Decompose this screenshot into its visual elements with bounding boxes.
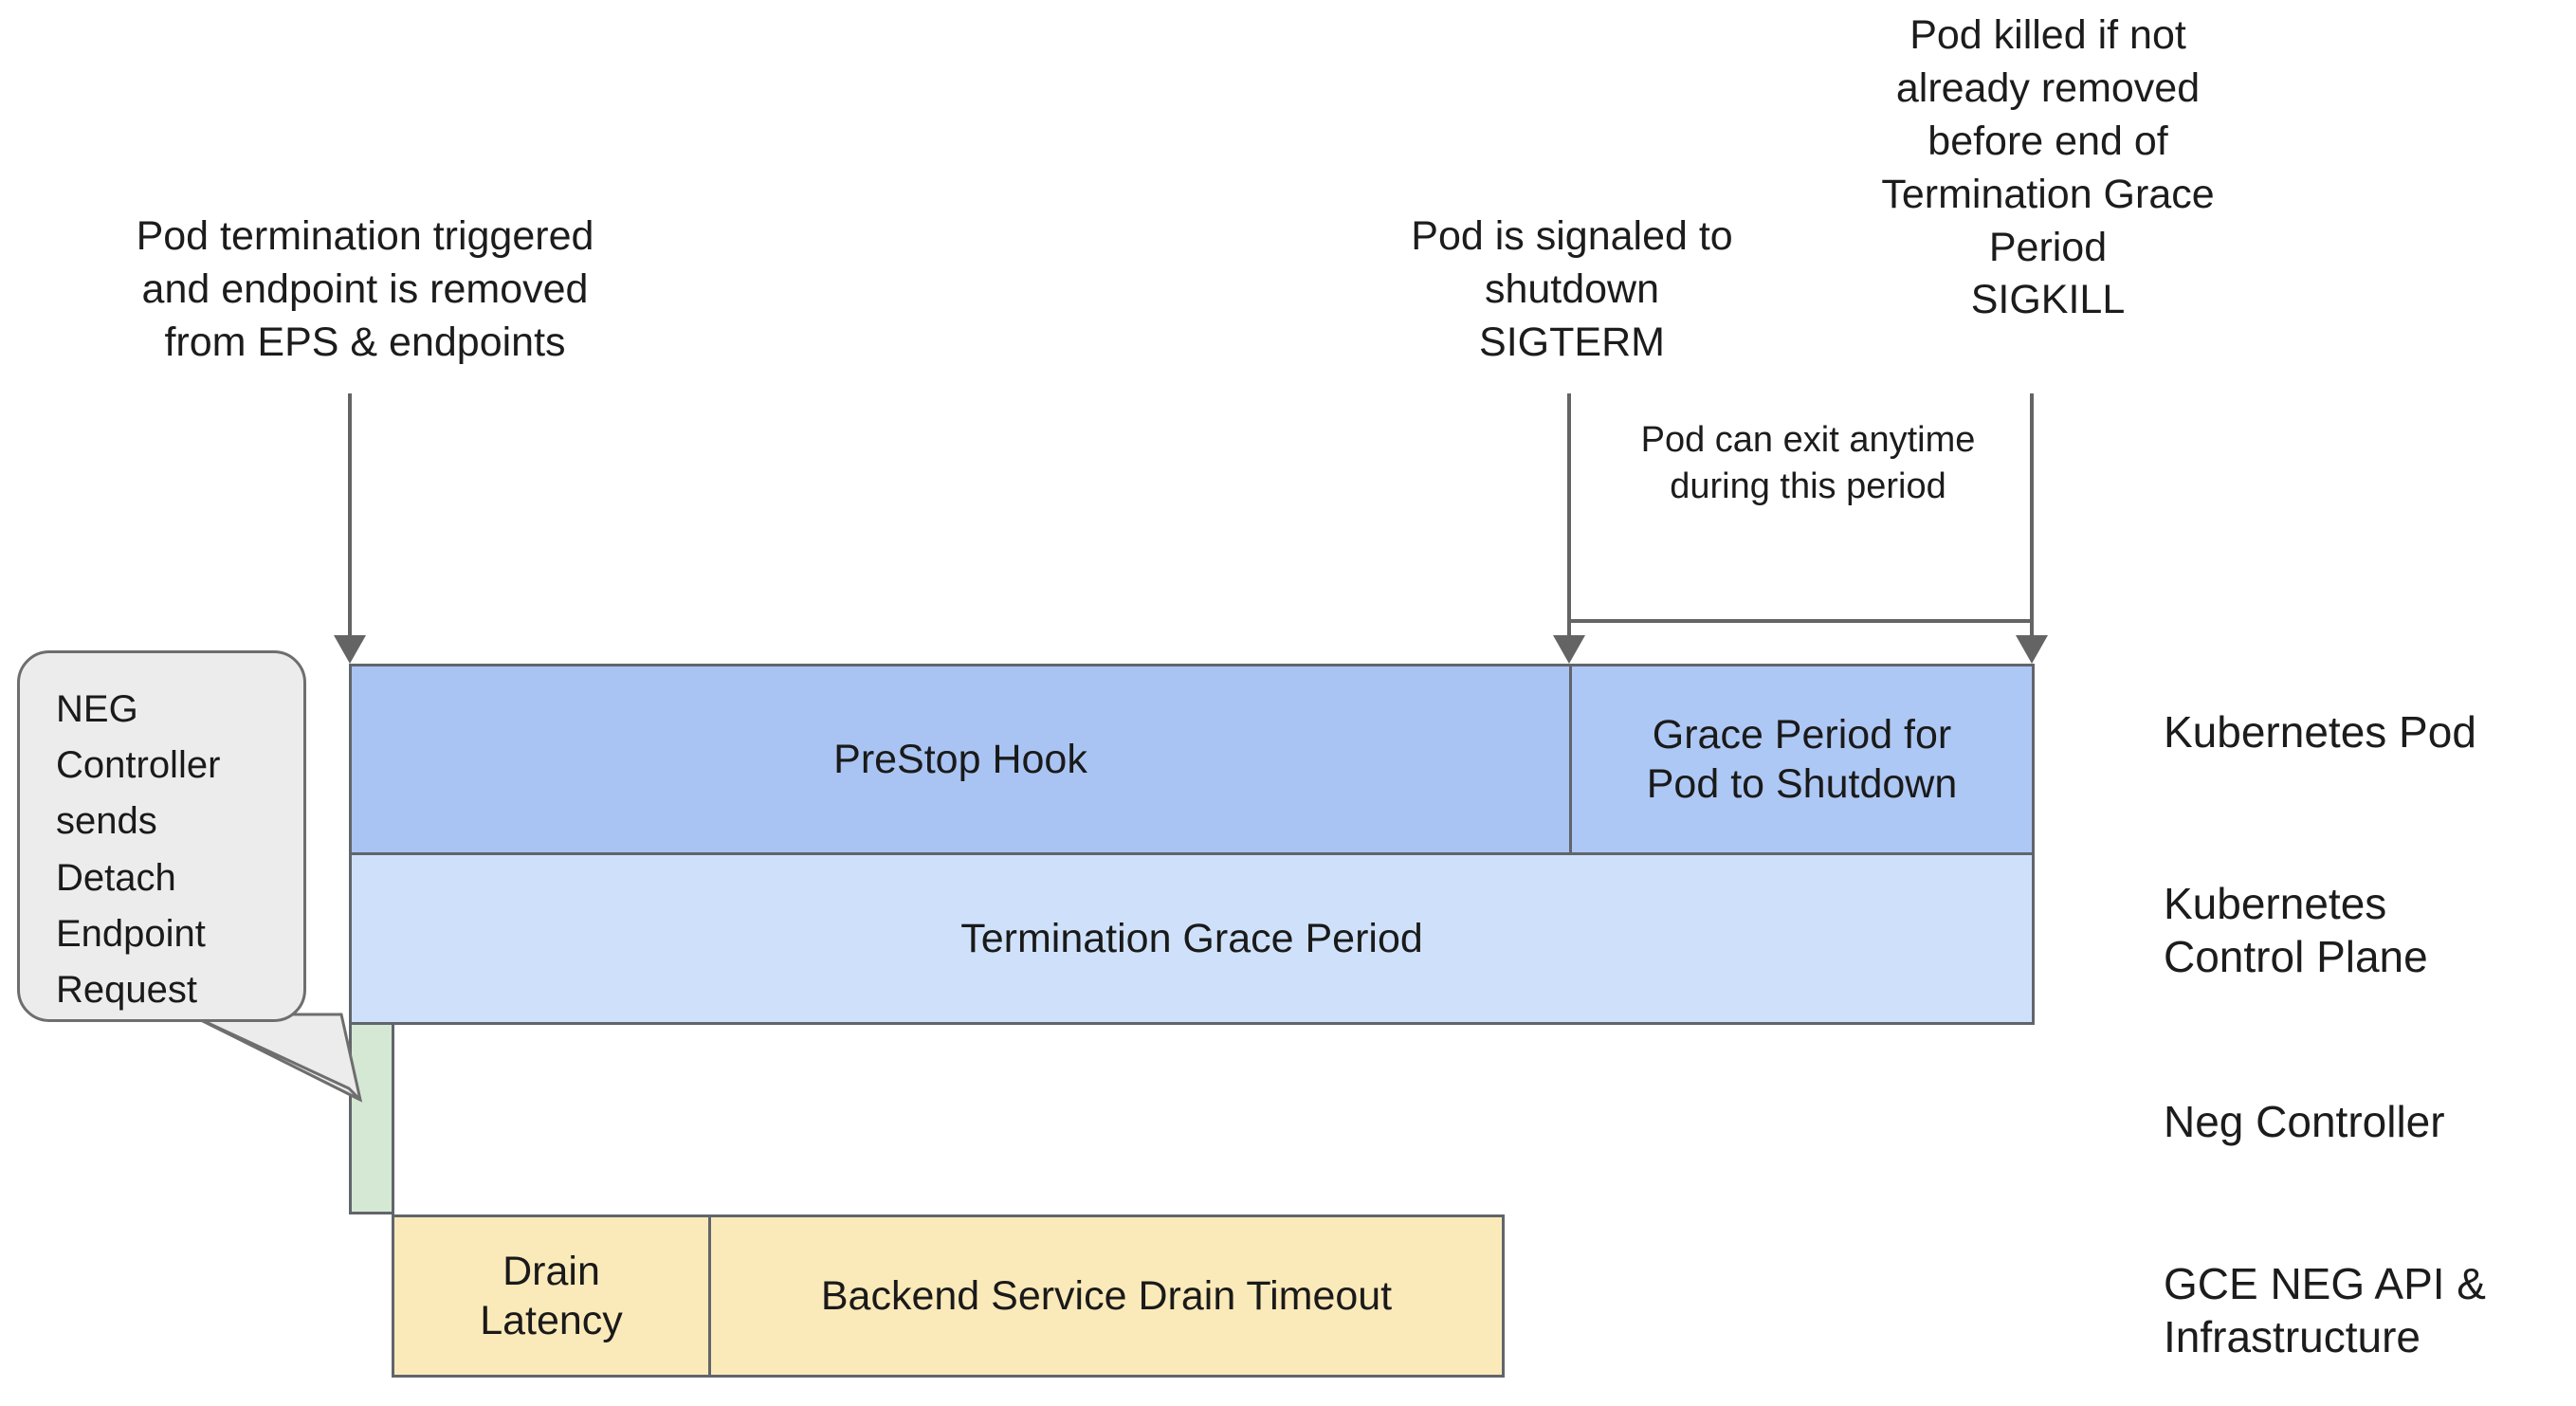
annotation-sigkill: Pod killed if not already removed before… <box>1881 12 2215 323</box>
callout-neg-detach-request: NEG Controller sends Detach Endpoint Req… <box>17 650 306 1022</box>
lane-label-kubernetes-control-plane: Kubernetes Control Plane <box>2164 879 2428 982</box>
lane-label-gce-neg-api-infrastructure: GCE NEG API & Infrastructure <box>2164 1259 2486 1362</box>
bar-prestop-hook: PreStop Hook <box>349 664 1572 855</box>
annotation-sigterm: Pod is signaled to shutdown SIGTERM <box>1411 213 1733 365</box>
bar-grace-period-for-pod-to-shutdown: Grace Period for Pod to Shutdown <box>1569 664 2035 855</box>
bar-termination-grace-period: Termination Grace Period <box>349 852 2035 1025</box>
lane-label-kubernetes-pod: Kubernetes Pod <box>2164 707 2476 757</box>
arrow-head-sigkill <box>2016 635 2048 664</box>
arrow-head-sigterm <box>1553 635 1585 664</box>
bar-backend-service-drain-timeout: Backend Service Drain Timeout <box>708 1214 1505 1378</box>
arrow-line-sigterm <box>1567 393 1571 638</box>
lane-label-neg-controller: Neg Controller <box>2164 1097 2445 1146</box>
span-connector-grace-window <box>1569 619 2032 623</box>
annotation-pod-exit-anytime: Pod can exit anytime during this period <box>1640 420 1976 507</box>
annotation-pod-termination: Pod termination triggered and endpoint i… <box>136 213 594 365</box>
arrow-head-pod-termination <box>334 635 366 664</box>
bar-neg-controller-activity <box>349 1022 394 1214</box>
arrow-line-pod-termination <box>348 393 352 638</box>
bar-drain-latency: Drain Latency <box>392 1214 711 1378</box>
arrow-line-sigkill <box>2030 393 2034 638</box>
